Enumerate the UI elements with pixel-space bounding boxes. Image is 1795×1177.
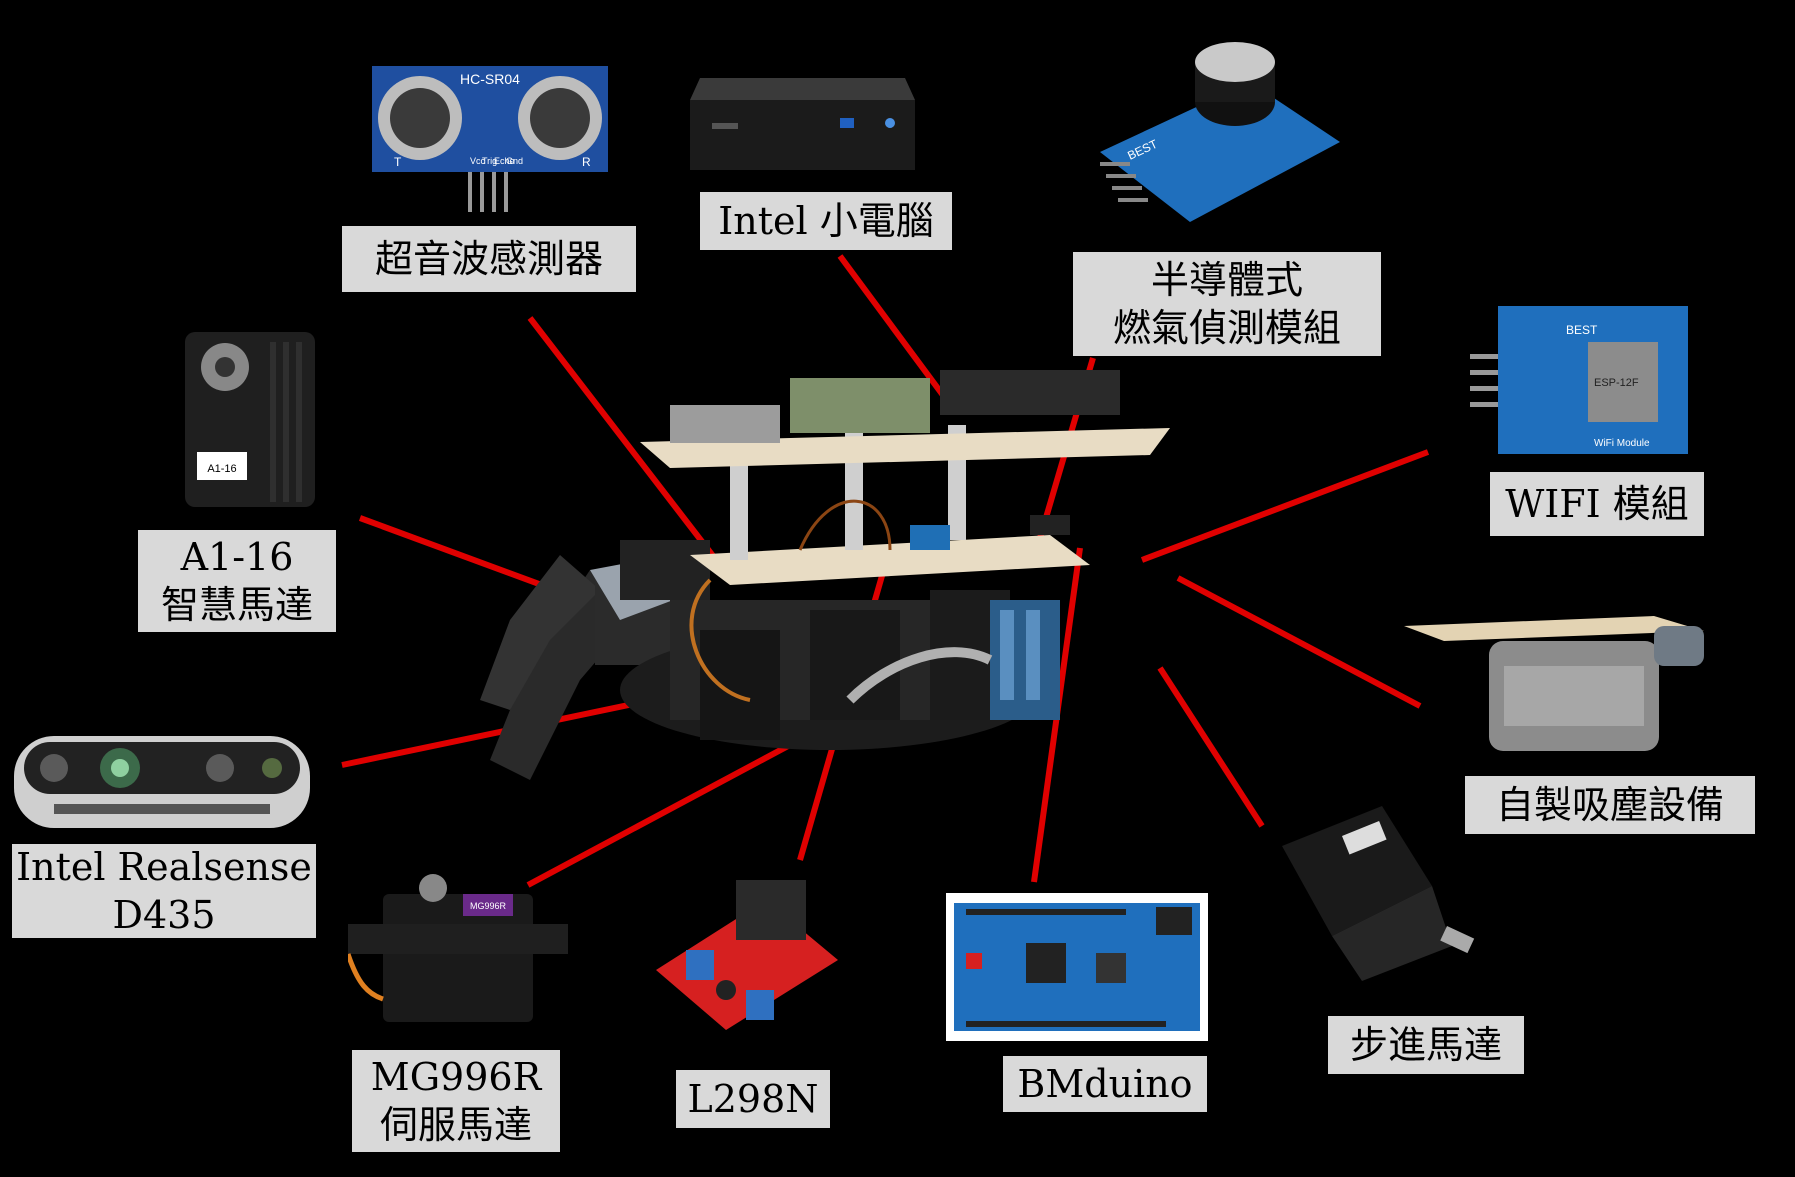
l298n-photo <box>656 880 838 1030</box>
svg-text:A1-16: A1-16 <box>207 463 236 475</box>
label-bmduino: BMduino <box>1003 1056 1207 1112</box>
leader-wifi <box>1140 449 1430 563</box>
leader-mg996r <box>526 727 820 888</box>
intel-pc-photo <box>690 78 915 170</box>
leader-vacuum <box>1176 575 1422 709</box>
label-l298n: L298N <box>676 1070 830 1128</box>
robot-photo <box>480 370 1170 780</box>
leader-stepper <box>1157 666 1265 828</box>
svg-text:Trig: Trig <box>482 156 497 166</box>
svg-text:MG996R: MG996R <box>470 901 507 911</box>
svg-text:R: R <box>582 155 591 169</box>
label-vacuum: 自製吸塵設備 <box>1465 776 1755 834</box>
svg-text:ESP-12F: ESP-12F <box>1594 377 1639 389</box>
leader-intel-pc <box>837 254 948 400</box>
a116-photo: A1-16 <box>185 332 315 507</box>
svg-text:T: T <box>394 155 402 169</box>
gas-sensor-photo: BEST <box>1100 42 1340 222</box>
mg996r-photo: MG996R <box>348 874 568 1022</box>
label-gas-sensor: 半導體式 燃氣偵測模組 <box>1073 252 1381 356</box>
label-stepper: 步進馬達 <box>1328 1016 1524 1074</box>
stepper-photo <box>1282 806 1475 981</box>
svg-text:BEST: BEST <box>1566 323 1598 337</box>
svg-text:Echo: Echo <box>494 156 515 166</box>
label-a116: A1-16 智慧馬達 <box>138 530 336 632</box>
wifi-module-photo: ESP-12F BEST WiFi Module <box>1470 306 1688 454</box>
vacuum-photo <box>1404 616 1704 751</box>
svg-text:Gnd: Gnd <box>506 156 523 166</box>
hcsr04-photo: HC-SR04 T R Vcc Trig Echo Gnd <box>372 66 608 212</box>
label-ultrasonic: 超音波感測器 <box>342 226 636 292</box>
realsense-photo <box>14 736 310 828</box>
label-wifi: WIFI 模組 <box>1490 472 1704 536</box>
hcsr04-mark: HC-SR04 <box>460 71 520 87</box>
label-mg996r: MG996R 伺服馬達 <box>352 1050 560 1152</box>
label-intel-pc: Intel 小電腦 <box>700 192 952 250</box>
svg-text:WiFi Module: WiFi Module <box>1594 438 1650 449</box>
label-realsense: Intel Realsense D435 <box>12 844 316 938</box>
svg-text:Vcc: Vcc <box>470 156 486 166</box>
bmduino-photo <box>946 893 1208 1041</box>
leader-ultrasonic <box>527 316 723 567</box>
